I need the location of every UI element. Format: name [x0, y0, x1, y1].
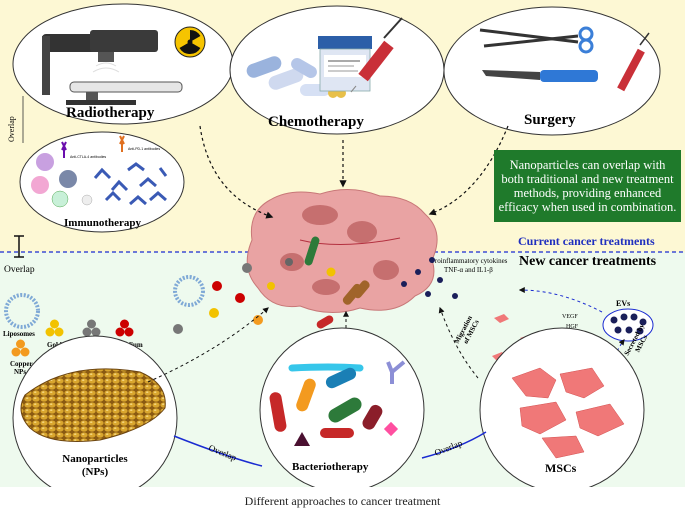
anti-ctla4-label: Anti-CTLA-4 antibodies	[70, 155, 106, 159]
copper-np-icon	[11, 339, 30, 357]
overlap-left-label: Overlap	[4, 265, 35, 275]
overlap-note-text: Nanoparticles can overlap with both trad…	[498, 158, 677, 214]
scissors-icon	[479, 26, 594, 54]
nanoparticles-arrow	[147, 307, 269, 383]
mscs-label: MSCs	[545, 461, 577, 475]
syringe-icon	[350, 17, 403, 93]
vegf-label: VEGF	[562, 314, 578, 320]
liposome-icon	[4, 275, 205, 329]
bacteria-icon	[316, 280, 370, 329]
copper-line: Copper	[10, 360, 33, 368]
overlap-curve-left	[173, 435, 263, 467]
chemotherapy-label: Chemotherapy	[268, 114, 364, 130]
nanoparticles-label: Nanoparticles(NPs)	[62, 453, 128, 478]
tumor-icon	[246, 189, 438, 313]
treatment-diagram: Radiotherapy Chemotherapy	[0, 0, 685, 487]
overlap-vertical-label: Overlap	[7, 116, 16, 142]
overlap-note-box: Nanoparticles can overlap with both trad…	[494, 150, 681, 222]
radiotherapy-panel: Radiotherapy	[12, 3, 234, 125]
chemotherapy-panel: Chemotherapy	[229, 5, 445, 135]
antibodies-cluster-icon	[93, 162, 168, 206]
silver-np-icon	[82, 319, 101, 337]
copper-line: NPs	[14, 368, 26, 376]
pill-bottle-icon	[318, 36, 372, 92]
immunotherapy-label: Immunotherapy	[64, 217, 142, 229]
immune-cell-icon	[31, 153, 93, 208]
scalpel-icon	[482, 70, 598, 82]
radiation-icon	[174, 26, 206, 58]
evs-label: EVs	[616, 299, 630, 308]
evs-arrow	[518, 287, 603, 313]
surgery-arrow	[428, 125, 509, 216]
nanoparticles-panel: Nanoparticles(NPs)	[12, 335, 178, 487]
surgery-panel: Surgery	[443, 6, 661, 136]
anti-pd1-label: Anti-PD-1 antibodies	[128, 147, 160, 151]
hgf-label: HGF	[566, 324, 579, 330]
cytokines-line: Proinflammatory cytokines	[431, 257, 508, 265]
cytokine-dots	[401, 257, 458, 299]
overlap-bracket	[14, 235, 24, 258]
bacteriotherapy-panel: Bacteriotherapy	[259, 327, 425, 487]
scattered-nanoparticles	[173, 263, 275, 334]
gold-line: Gold	[47, 341, 62, 349]
radiotherapy-arrow	[199, 125, 274, 219]
figure-caption: Different approaches to cancer treatment	[244, 494, 441, 508]
current-treatments-label: Current cancer treatments	[518, 234, 655, 248]
cytokines-line: TNF-α and IL1-β	[444, 266, 493, 274]
liposomes-label: Liposomes	[3, 330, 35, 338]
pill-icon	[246, 56, 346, 98]
syringe-icon	[617, 32, 650, 92]
nanoparticles-line: Nanoparticles	[62, 453, 128, 465]
gold-np-icon	[45, 319, 64, 337]
migration-arrow	[438, 306, 479, 379]
surgery-label: Surgery	[524, 112, 576, 128]
bacteriotherapy-label: Bacteriotherapy	[292, 461, 369, 473]
radiotherapy-label: Radiotherapy	[66, 105, 155, 121]
radiotherapy-machine-icon	[42, 30, 183, 105]
nanoparticles-line: (NPs)	[82, 466, 109, 478]
mscs-panel: MSCs	[479, 327, 645, 487]
evs-icon	[602, 308, 654, 342]
cytokines-label: Proinflammatory cytokines TNF-α and IL1-…	[431, 257, 509, 274]
immunotherapy-panel: Anti-CTLA-4 antibodies Anti-PD-1 antibod…	[19, 131, 185, 233]
new-treatments-label: New cancer treatments	[519, 254, 657, 269]
overlap-curve-right	[421, 431, 487, 459]
antibody-icon	[61, 135, 125, 158]
palladium-np-icon	[115, 319, 134, 337]
